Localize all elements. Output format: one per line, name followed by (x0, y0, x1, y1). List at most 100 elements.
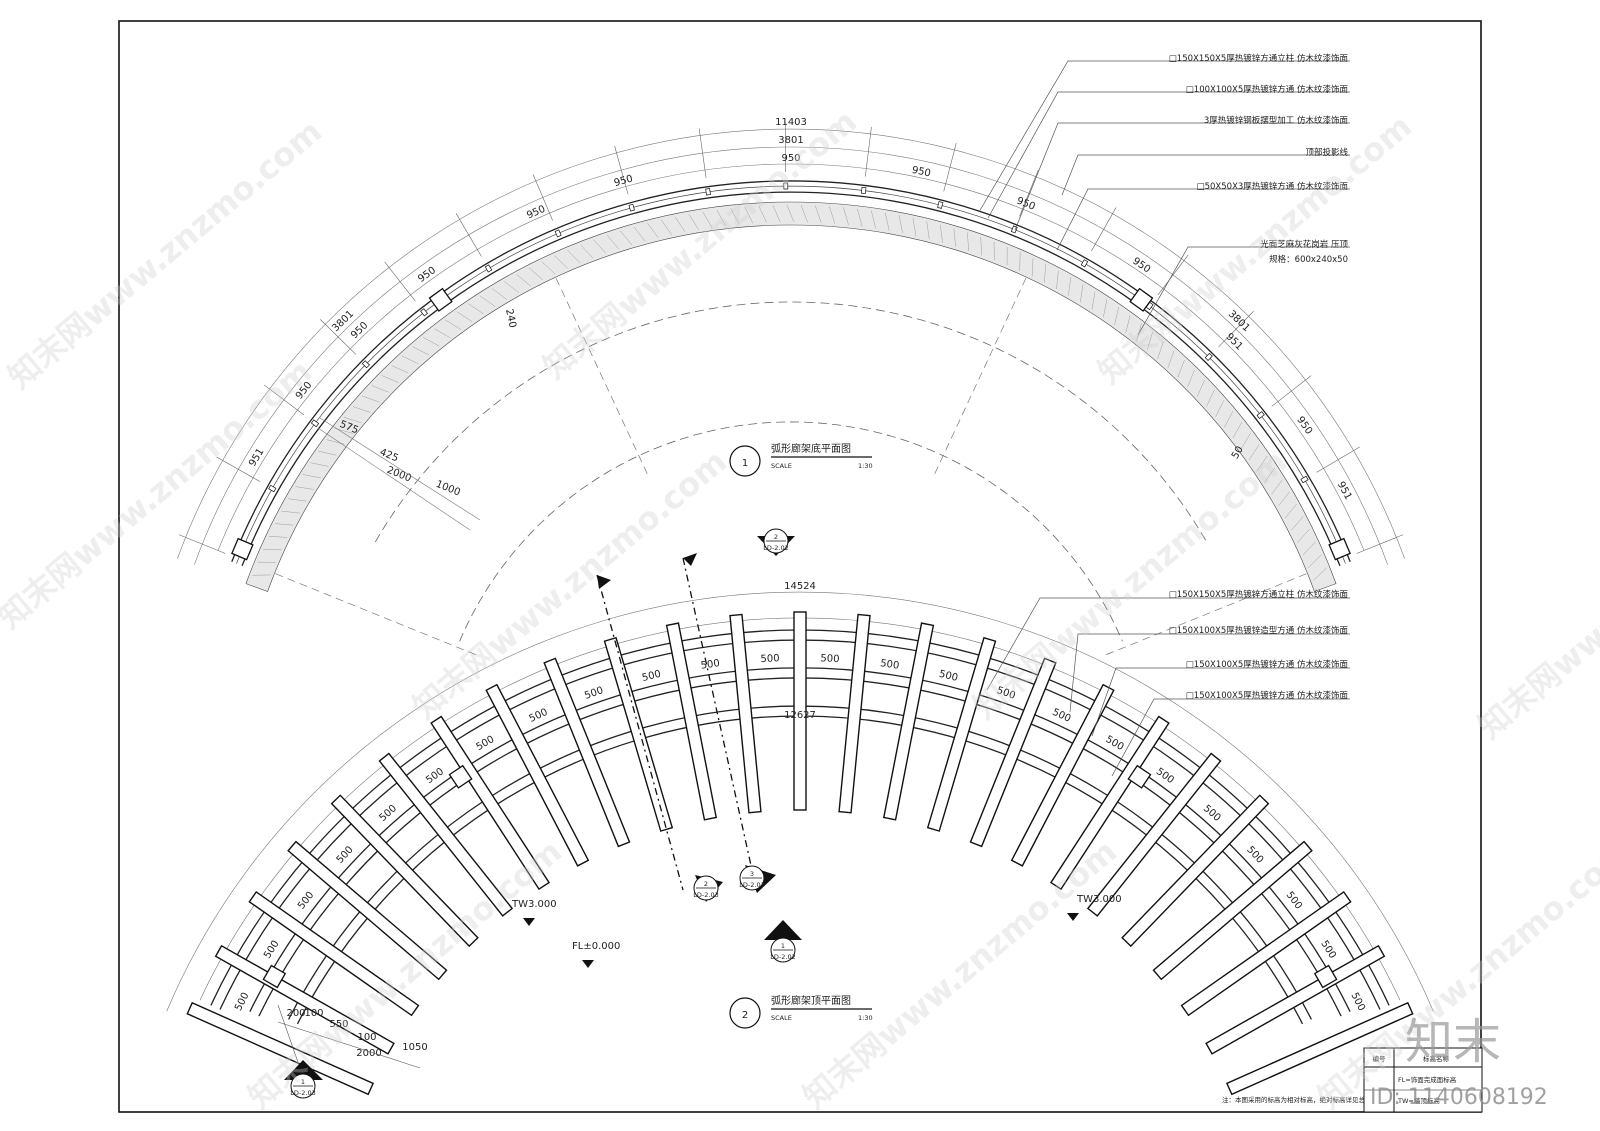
plan1-connector (1204, 352, 1213, 361)
callout-1-7: 规格：600x240x50 (1269, 254, 1348, 265)
plan1-connector (268, 484, 277, 493)
plan2-dim-line (277, 1004, 301, 1069)
plan1-hatch-line (352, 406, 371, 413)
plan1-dim-tick (1271, 375, 1312, 407)
plan2-post (262, 964, 287, 989)
section-cut3-ref: LD-2.03 (739, 881, 764, 889)
plan1-leader (1014, 122, 1350, 231)
callout-1-1: □150X150X5厚热镀锌方通立柱 仿木纹漆饰面 (1169, 53, 1349, 64)
plan1-hatch-line (401, 355, 419, 365)
plan1-hatch-line (1068, 277, 1071, 296)
plan1-hatch-line (1256, 455, 1268, 472)
plan1-connector (310, 419, 320, 428)
plan1-dim-tick (455, 213, 482, 257)
plan1-dim-tick (1019, 169, 1039, 217)
plan1-dim-240: 240 (503, 308, 518, 329)
plan1-leader (1061, 154, 1350, 196)
callout-1-6: 光面芝麻灰花岗岩 压顶 (1260, 239, 1348, 250)
plan2-dim-arc-outer (166, 591, 1434, 1012)
watermark-9: 知末网www.znzmo.com (796, 832, 1124, 1116)
plan2-leader (1111, 698, 1350, 777)
plan1-connector (1080, 259, 1089, 268)
plan1-hatch-line (1080, 284, 1084, 303)
plan1-hatch-line (310, 462, 329, 467)
legend-row1: FL=饰面完成面标高 (1398, 1075, 1457, 1084)
callout-2-4: □150X100X5厚热镀锌方通 仿木纹漆饰面 (1186, 690, 1349, 701)
plan2-rafter (1086, 752, 1222, 917)
plan1-hatch-line (980, 237, 982, 256)
plan1-hatch-line (688, 214, 699, 230)
plan2-rafter (1205, 944, 1386, 1055)
section-mark-cut2: 2 LD-2.03 (693, 875, 723, 902)
plan1-dim-bay: 950 (613, 173, 634, 189)
plan1-dim-tick (320, 319, 357, 355)
plan1-hatch-line (1248, 444, 1260, 461)
plan1-hatch-line (800, 205, 808, 223)
plan2-number: 2 (742, 1010, 748, 1021)
level-tw-left: TW3.000 (511, 899, 557, 910)
plan2-leader (1091, 667, 1350, 737)
plan1-connector (937, 201, 944, 209)
plan1-hatch-line (814, 205, 822, 223)
plan1-granite-band (245, 201, 1337, 592)
plan1-hatch-line (580, 244, 594, 259)
plan1-hatch-line (1284, 503, 1297, 519)
plan1-hatch-line (362, 395, 380, 403)
plan2-rafter (543, 657, 631, 848)
legend-row2: TW=墙顶标高 (1397, 1096, 1440, 1105)
plan2-dim-2000: 2000 (356, 1048, 381, 1059)
callout-2-2: □150X100X5厚热镀锌造型方通 仿木纹漆饰面 (1169, 625, 1349, 636)
plan1-hatch-line (953, 228, 956, 247)
section-mid-num: 1 (781, 942, 785, 950)
plan2-dim-spacing: 500 (641, 669, 662, 684)
plan1-hatch-line (491, 288, 507, 300)
level-marks: TW3.000 TW3.000 FL±0.000 (511, 894, 1122, 968)
plan2-leader (1069, 633, 1350, 713)
plan1-hatch-line (758, 205, 767, 223)
plan1-hatch-line (898, 215, 903, 234)
plan1-connector (484, 264, 493, 273)
plan1-scale: 1:30 (858, 462, 873, 470)
plan1-dim-tick (943, 142, 957, 192)
plan2-rafter (1180, 890, 1352, 1017)
plan1-dim-arc-segment (194, 146, 1388, 565)
legend-header-code: 编号 (1373, 1054, 1387, 1063)
plan1-dim-tick (1091, 207, 1117, 252)
plan1-hatch-line (661, 219, 672, 235)
drawing-frame (118, 20, 1482, 1113)
plan2-dim-inner: 12627 (784, 710, 816, 721)
plan1-rail-outer-2 (236, 185, 1346, 564)
section-bl-ref: LD-2.03 (290, 1089, 315, 1097)
plan2-dim-spacing: 500 (1050, 707, 1072, 725)
plan2-section-flag-2 (597, 575, 611, 589)
plan1-radial-dash (554, 274, 648, 475)
plan1-hatch-line (857, 208, 863, 227)
plan1-hatch-line (445, 319, 462, 330)
plan1-connector (860, 186, 867, 195)
plan1-dim-tick (614, 145, 629, 195)
plan2-dim-spacing: 500 (1348, 991, 1366, 1013)
plan1-hatch-line (1187, 369, 1195, 387)
plan1-hatch-line (1313, 567, 1327, 581)
plan1-hatch-line (268, 536, 288, 538)
plan2-rafter (287, 840, 448, 981)
plan2-rafter (330, 794, 479, 948)
plan1-connector (420, 308, 428, 317)
plan1-hatch-line (620, 230, 633, 246)
plan2-rafter (430, 715, 551, 891)
plan1-dim-total: 11403 (775, 117, 807, 128)
plan1-hatch-line (1056, 270, 1059, 289)
plan1-hatch-line (912, 217, 917, 237)
plan1-hatch-line (391, 365, 409, 374)
watermark-brand: 知末 (1405, 1014, 1501, 1070)
plan2-rafter (665, 622, 718, 821)
plan1-hatch-line (1297, 528, 1310, 543)
plan2-rafter (1121, 794, 1270, 948)
plan1-dim-tick (865, 126, 872, 177)
section-cut2-ref: LD-2.03 (693, 891, 718, 899)
plan2-dim-spacing: 500 (760, 653, 780, 665)
plan1-leader (978, 60, 1350, 213)
plan2-dim-spacing: 500 (700, 658, 720, 672)
callout-2-1: □150X150X5厚热镀锌方通立柱 仿木纹漆饰面 (1169, 589, 1349, 600)
plan1-hatch-line (528, 267, 544, 281)
